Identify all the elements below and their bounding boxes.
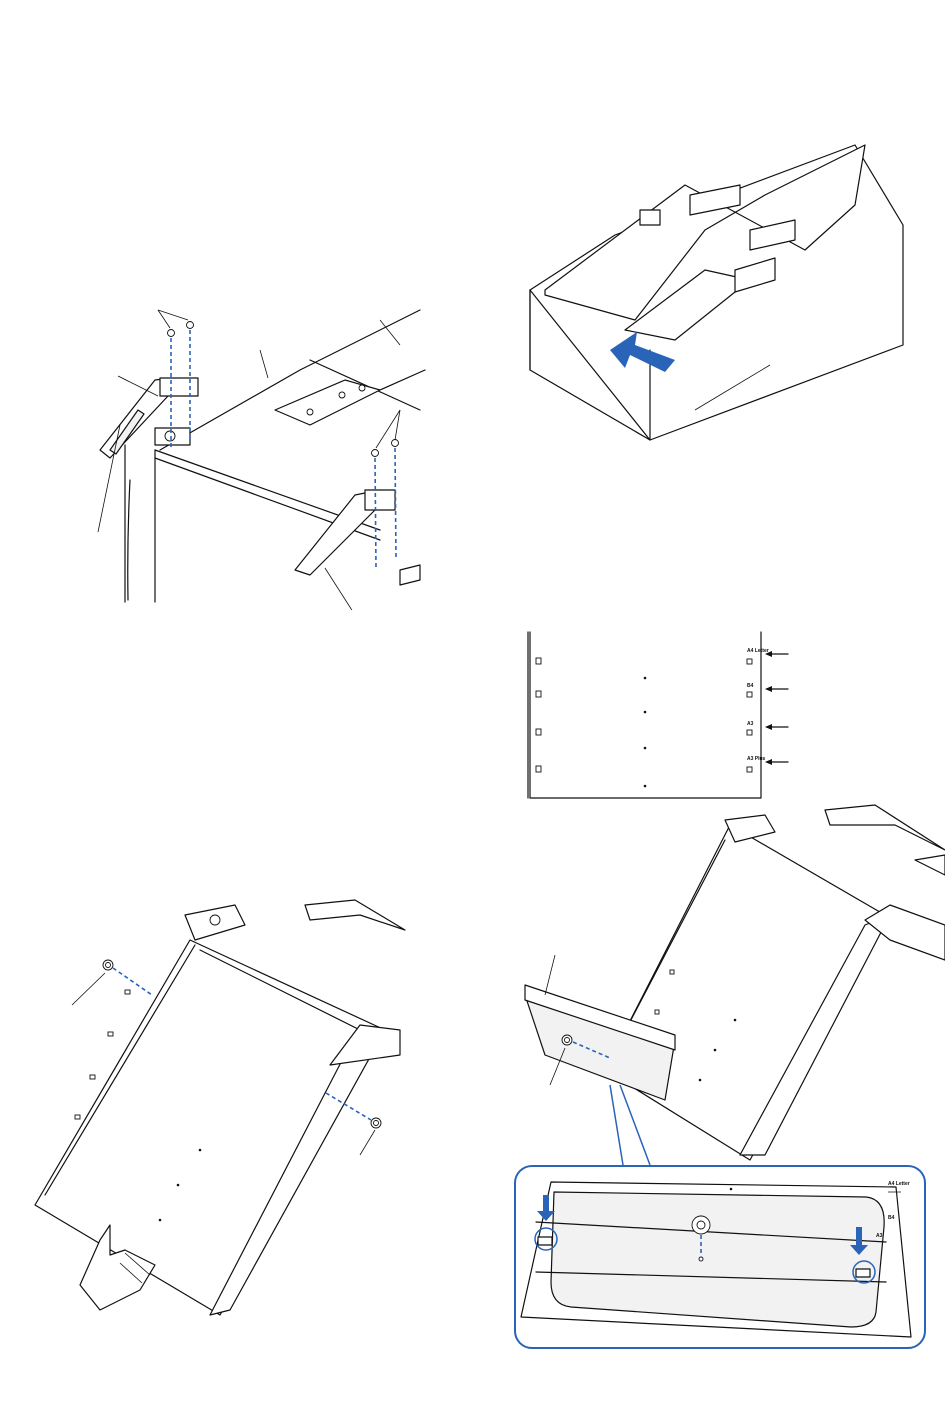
- diagram-top-left: [80, 300, 430, 610]
- diagram-top-right: [525, 140, 905, 450]
- scale-label-a3: A3: [747, 721, 754, 727]
- bracket-assembly-drawing: [80, 300, 430, 610]
- knob-icon: [692, 1216, 710, 1234]
- diagram-bottom-right: [515, 800, 945, 1165]
- tray-insertion-drawing: [525, 140, 905, 450]
- knob-icon: [562, 1035, 572, 1045]
- detail-inset: A4 Letter B4 A3: [514, 1165, 926, 1349]
- scale-detail-drawing: A4 Letter B4 A3 A3 Plus: [525, 630, 795, 802]
- tray-guide-drawing: [515, 800, 945, 1165]
- inset-label-a3: A3: [876, 1233, 883, 1239]
- diagram-bottom-left: [30, 895, 420, 1320]
- inset-detail-drawing: A4 Letter B4 A3: [516, 1167, 924, 1347]
- scale-label-a4-letter: A4 Letter: [747, 648, 769, 654]
- scale-label-b4: B4: [747, 683, 754, 689]
- paper-size-scale: A4 Letter B4 A3 A3 Plus: [525, 630, 795, 802]
- inset-label-b4: B4: [888, 1215, 895, 1221]
- tray-knob-drawing: [30, 895, 420, 1320]
- pointer-arrows: [765, 651, 788, 765]
- scale-label-a3-plus: A3 Plus: [747, 756, 766, 762]
- callout-lines: [98, 310, 400, 610]
- inset-label-a4-letter: A4 Letter: [888, 1181, 910, 1187]
